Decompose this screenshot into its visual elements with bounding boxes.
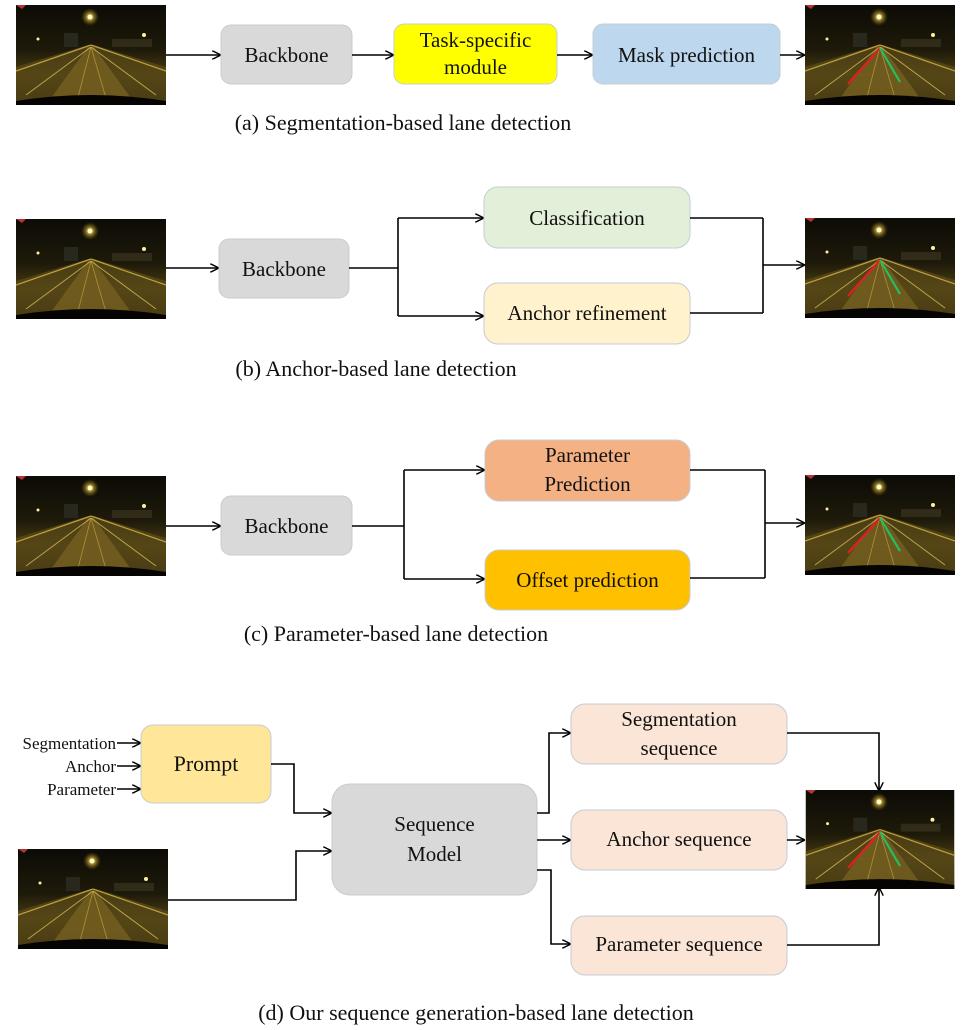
backbone-label: Backbone — [245, 514, 329, 538]
connector — [787, 888, 879, 946]
input-label-anchor: Anchor — [65, 757, 116, 776]
panel-d: Segmentation Anchor Parameter Prompt Seq… — [18, 703, 955, 1025]
anchor-sequence-label: Anchor sequence — [606, 827, 751, 851]
panel-a: Backbone Task-specific module Mask predi… — [16, 5, 955, 135]
output-image-icon — [805, 790, 955, 889]
parameter-sequence-label: Parameter sequence — [595, 932, 762, 956]
parameter-prediction-label-line2: Prediction — [544, 472, 631, 496]
sequence-model-label-line2: Model — [407, 842, 462, 866]
caption-d: (d) Our sequence generation-based lane d… — [258, 1000, 694, 1025]
prompt-label: Prompt — [174, 751, 239, 776]
segmentation-sequence-label-line2: sequence — [641, 736, 718, 760]
offset-prediction-box: Offset prediction — [484, 549, 691, 611]
panel-b: Backbone Classification Anchor refinemen… — [16, 186, 955, 381]
backbone-box: Backbone — [220, 24, 353, 85]
connector — [787, 732, 879, 790]
classification-box: Classification — [483, 186, 691, 249]
parameter-prediction-label-line1: Parameter — [545, 443, 630, 467]
input-image-icon — [16, 476, 166, 576]
input-image-icon — [16, 5, 166, 105]
task-module-label-line1: Task-specific — [420, 28, 532, 52]
connector — [537, 869, 570, 944]
sequence-model-box: Sequence Model — [331, 783, 538, 896]
anchor-sequence-box: Anchor sequence — [570, 809, 788, 871]
segmentation-sequence-label-line1: Segmentation — [621, 707, 737, 731]
classification-label: Classification — [529, 206, 645, 230]
sequence-model-label-line1: Sequence — [394, 812, 474, 836]
output-image-icon — [805, 5, 955, 105]
backbone-label: Backbone — [242, 257, 326, 281]
segmentation-sequence-box: Segmentation sequence — [570, 703, 788, 765]
offset-prediction-label: Offset prediction — [516, 568, 659, 592]
caption-c: (c) Parameter-based lane detection — [244, 621, 548, 646]
backbone-label: Backbone — [245, 43, 329, 67]
input-label-parameter: Parameter — [47, 780, 116, 799]
backbone-box: Backbone — [220, 495, 353, 556]
caption-b: (b) Anchor-based lane detection — [235, 356, 516, 381]
prompt-box: Prompt — [140, 724, 272, 804]
input-label-segmentation: Segmentation — [23, 734, 117, 753]
caption-a: (a) Segmentation-based lane detection — [235, 110, 572, 135]
parameter-sequence-box: Parameter sequence — [570, 915, 788, 976]
backbone-box: Backbone — [218, 238, 350, 299]
mask-prediction-box: Mask prediction — [592, 23, 781, 85]
input-image-icon — [18, 849, 168, 949]
input-image-icon — [16, 219, 166, 319]
connector — [537, 733, 570, 814]
task-specific-module-box: Task-specific module — [393, 23, 558, 85]
anchor-refinement-label: Anchor refinement — [507, 301, 666, 325]
connector — [168, 851, 331, 901]
anchor-refinement-box: Anchor refinement — [483, 282, 691, 345]
parameter-prediction-box: Parameter Prediction — [484, 439, 691, 502]
task-module-label-line2: module — [444, 55, 507, 79]
connector — [271, 763, 331, 813]
mask-prediction-label: Mask prediction — [618, 43, 756, 67]
output-image-icon — [805, 475, 955, 575]
panel-c: Backbone Parameter Prediction Offset pre… — [16, 439, 955, 646]
output-image-icon — [805, 218, 955, 318]
